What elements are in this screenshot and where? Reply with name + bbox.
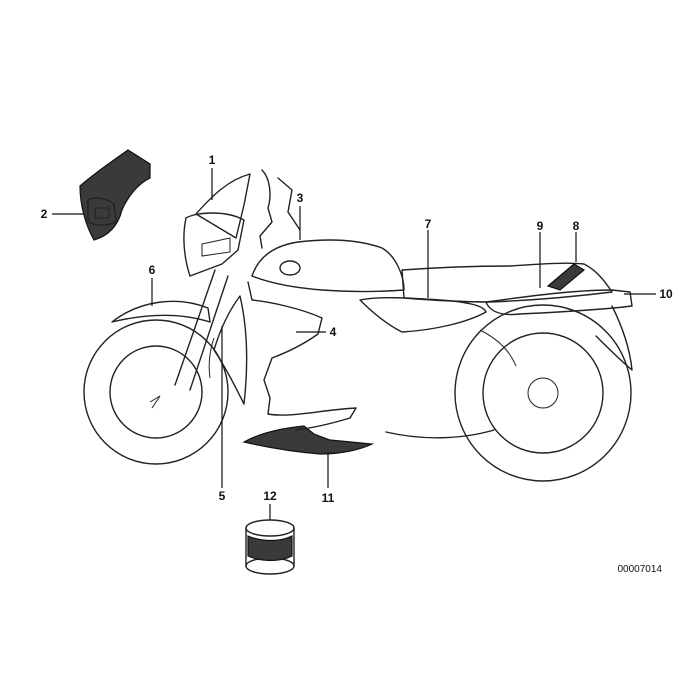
- belly-pan: [242, 425, 375, 455]
- callout-6: 6: [149, 263, 156, 277]
- callout-12: 12: [263, 489, 277, 503]
- reference-number: 00007014: [618, 564, 663, 575]
- seat: [401, 262, 613, 303]
- callout-7: 7: [425, 217, 432, 231]
- side-panel: [359, 296, 487, 333]
- callout-8: 8: [573, 219, 580, 233]
- callout-11: 11: [322, 491, 335, 505]
- front-mudguard: [111, 300, 211, 323]
- tail-section: [485, 289, 633, 316]
- tail-stripe: [546, 263, 586, 291]
- handlebar: [259, 169, 301, 249]
- leader-lines: [52, 168, 656, 520]
- side-fairing: [247, 281, 323, 415]
- tank-cap: [279, 260, 301, 276]
- callout-4: 4: [330, 325, 337, 339]
- front-wheel: [83, 319, 229, 465]
- front-fork: [174, 269, 229, 391]
- fuel-tank: [251, 239, 405, 293]
- front-fairing: [183, 212, 245, 277]
- callout-9: 9: [537, 219, 544, 233]
- callout-3: 3: [297, 191, 304, 205]
- callout-5: 5: [219, 489, 226, 503]
- callout-1: 1: [209, 153, 216, 167]
- inset-part-2: [79, 149, 151, 241]
- windshield: [195, 173, 251, 239]
- callout-10: 10: [659, 287, 673, 301]
- inset-part-12: [245, 519, 295, 575]
- callout-2: 2: [41, 207, 48, 221]
- rear-wheel: [454, 304, 632, 482]
